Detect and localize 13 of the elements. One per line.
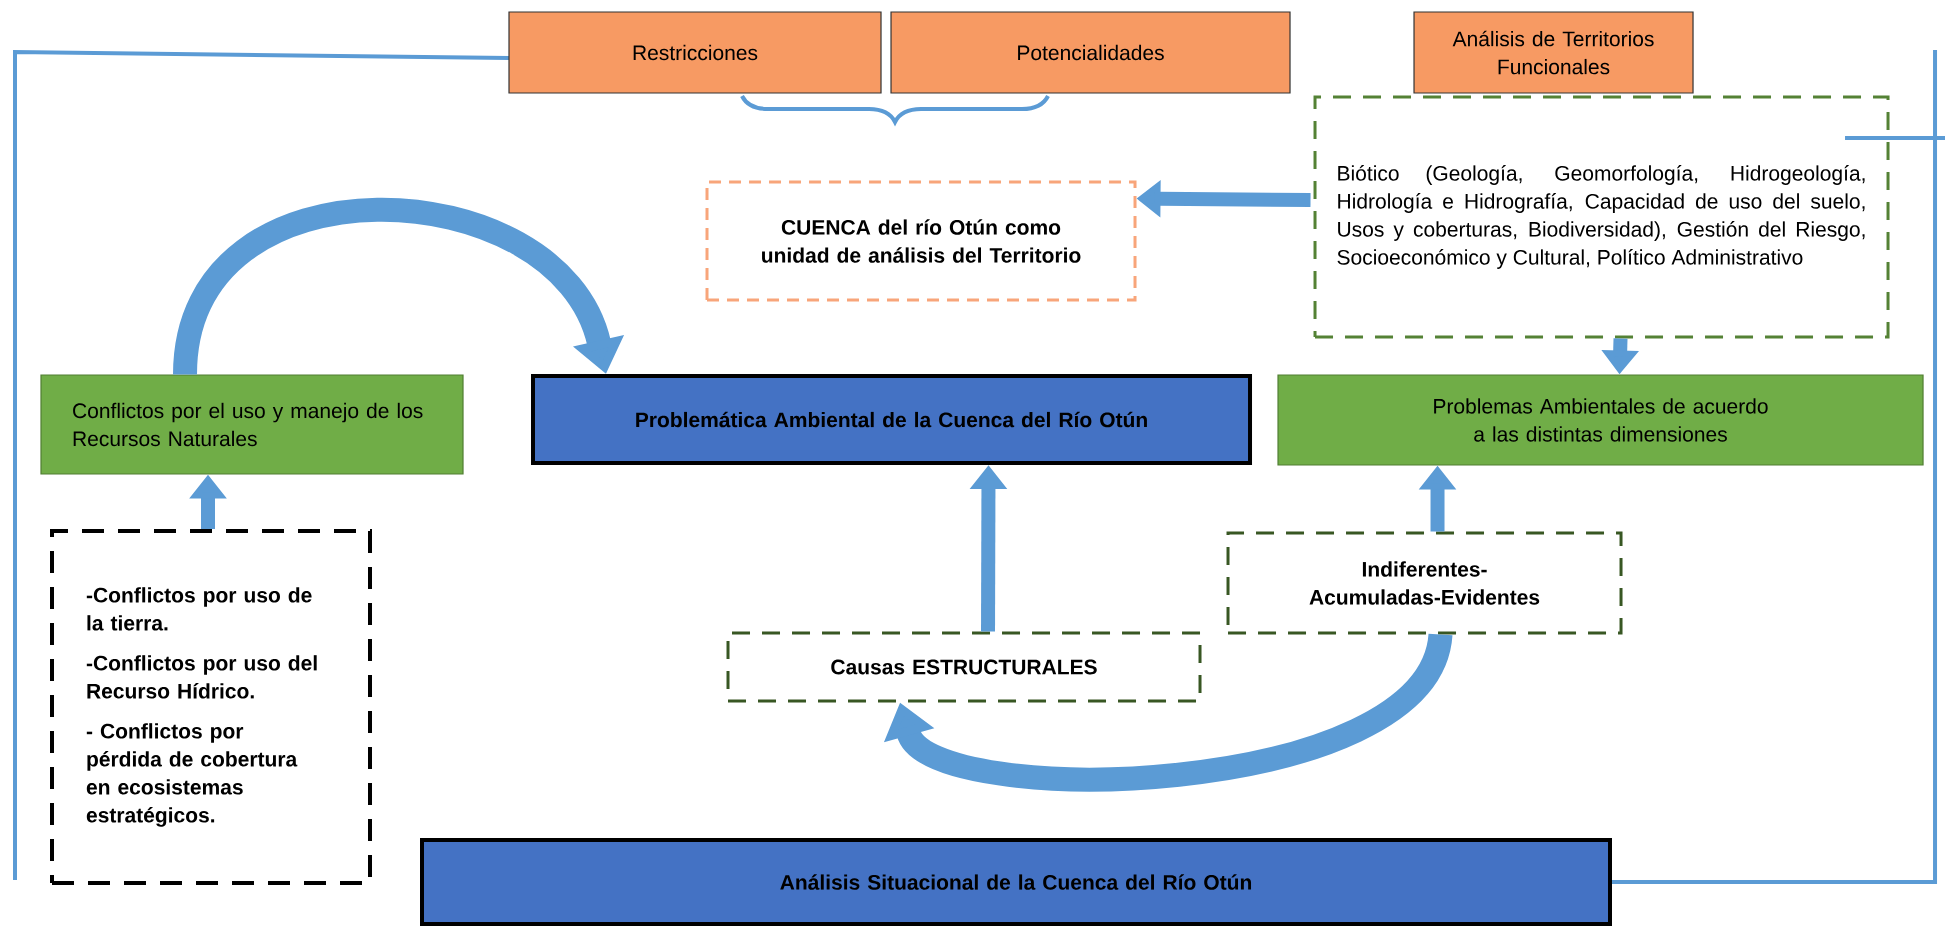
title-box: Problemática Ambiental de la Cuenca del Río Otún: [531, 374, 1252, 465]
dashed-box: Biótico (Geología, Geomorfología, Hidrogeología, Hidrología e Hidrografía, Capacidad de uso del suelo, Usos y coberturas, Biodiversidad), Gestión del Riesgo, Socioeconómico y Cultural, Político Administrativo: [1313, 95, 1890, 339]
dashed-box: Causas ESTRUCTURALES: [726, 631, 1202, 703]
label-box: Potencialidades: [890, 11, 1291, 94]
dashed-box: CUENCA del río Otún como unidad de análisis del Territorio: [705, 180, 1137, 302]
title-box: Análisis Situacional de la Cuenca del Río Otún: [420, 838, 1612, 926]
label-box: Conflictos por el uso y manejo de los Recursos Naturales: [40, 374, 464, 475]
label-box: Restricciones: [508, 11, 882, 94]
label-box: Problemas Ambientales de acuerdo a las distintas dimensiones: [1277, 374, 1924, 466]
dashed-box: Indiferentes-Acumuladas-Evidentes: [1226, 531, 1623, 635]
dashed-box: -Conflictos por uso de la tierra. -Conflictos por uso del Recurso Hídrico. - Conflictos por pérdida de cobertura en ecosistemas estratégicos.: [50, 529, 372, 885]
block-arrow: [173, 197, 625, 377]
label-box: Análisis de Territorios Funcionales: [1413, 11, 1694, 94]
